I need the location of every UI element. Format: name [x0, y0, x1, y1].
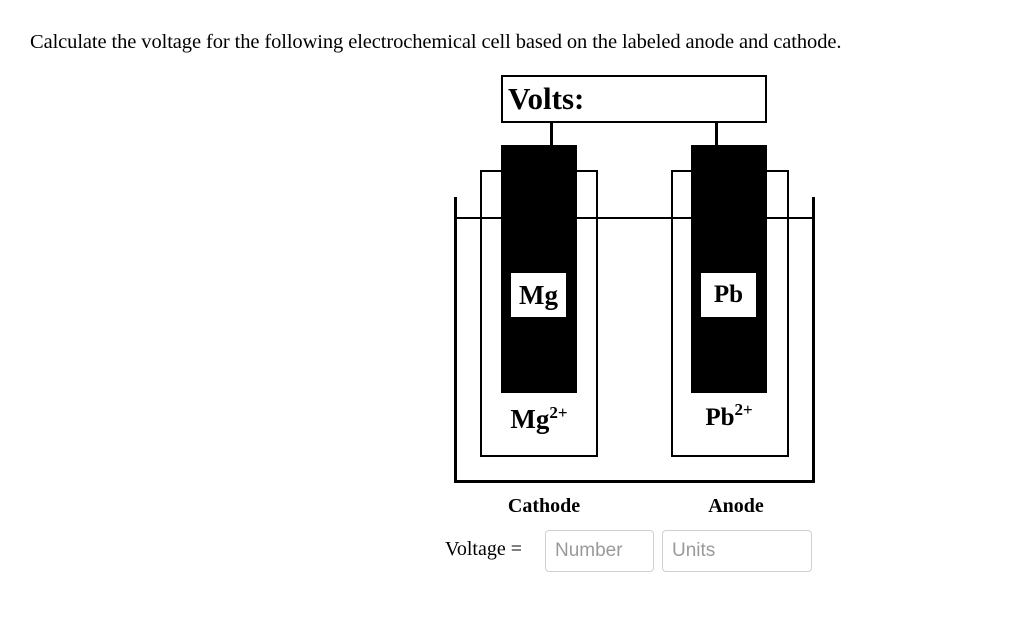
number-input[interactable] — [545, 530, 654, 572]
units-input[interactable] — [662, 530, 812, 572]
question-text: Calculate the voltage for the following … — [30, 31, 842, 53]
outer-container-left-wall — [454, 197, 457, 483]
voltmeter-box — [501, 75, 767, 123]
right-wire — [715, 122, 718, 146]
left-wire — [550, 122, 553, 146]
voltmeter-label: Volts: — [508, 81, 585, 116]
left-electrode — [501, 145, 577, 393]
left-ion-charge: 2+ — [549, 403, 568, 422]
right-ion-base: Pb — [705, 404, 735, 431]
right-ion-charge: 2+ — [734, 400, 753, 419]
right-ion-label: Pb2+ — [678, 401, 780, 432]
anode-label: Anode — [708, 495, 764, 517]
cathode-label: Cathode — [507, 495, 581, 517]
liquid-level-line — [455, 217, 814, 219]
right-electrode — [691, 145, 767, 393]
left-ion-label: Mg2+ — [488, 404, 590, 435]
outer-container-bottom — [454, 480, 815, 483]
left-ion-base: Mg — [510, 404, 550, 434]
voltage-label: Voltage = — [445, 538, 523, 560]
left-electrode-label: Mg — [511, 273, 566, 317]
right-electrode-label: Pb — [701, 273, 756, 317]
outer-container-right-wall — [812, 197, 815, 483]
